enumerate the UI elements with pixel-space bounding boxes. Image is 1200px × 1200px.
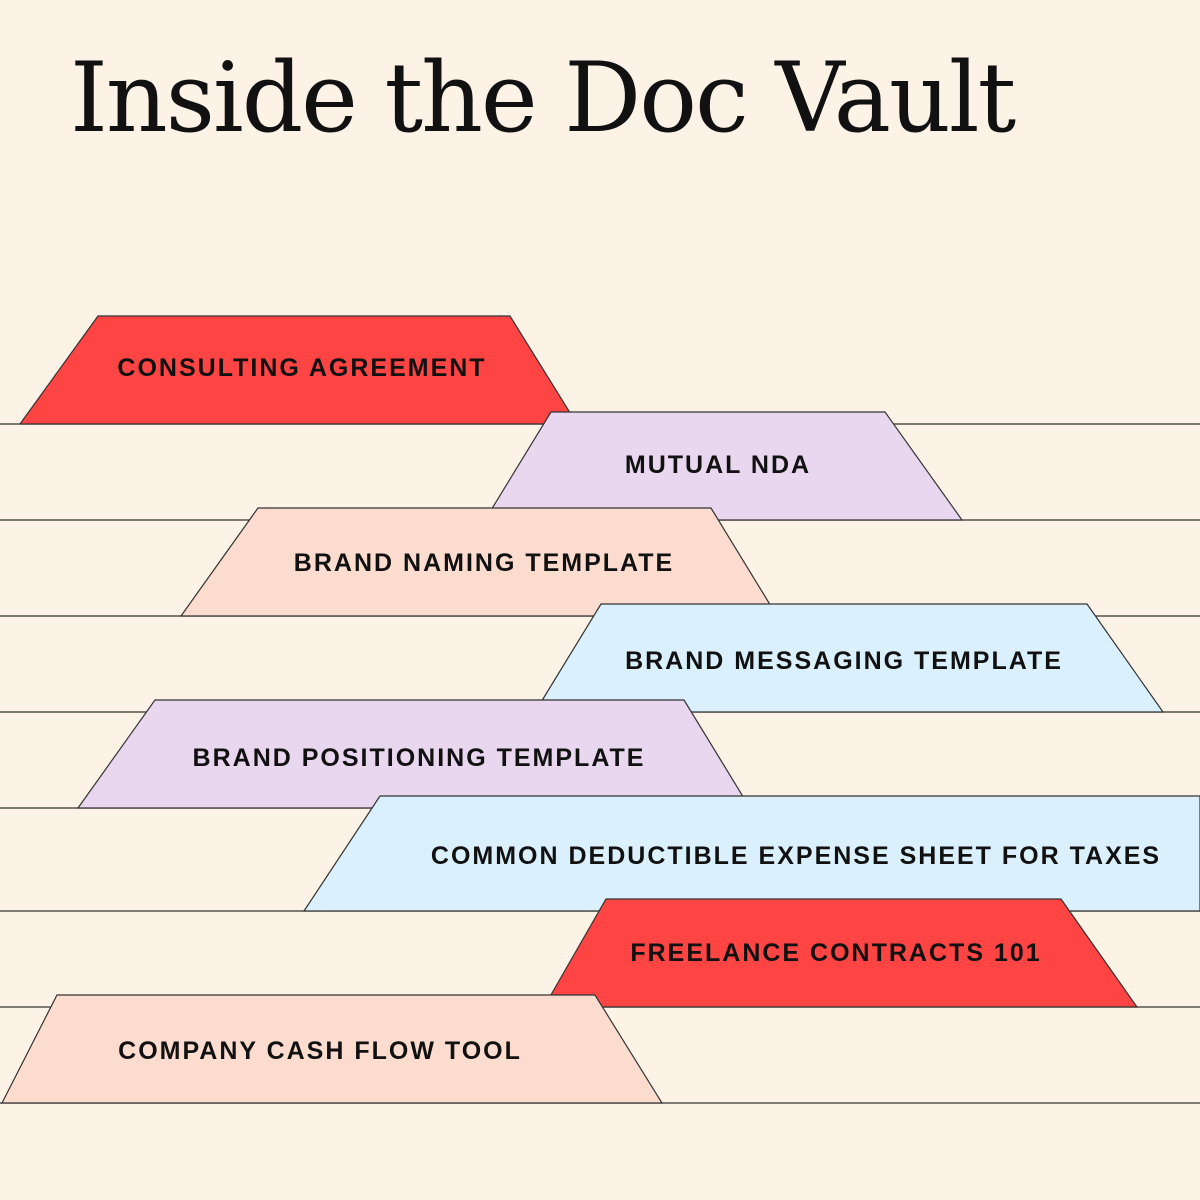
tab-shape [179, 507, 779, 617]
folder-tab: BRAND NAMING TEMPLATE [0, 507, 1200, 617]
tab-label: COMPANY CASH FLOW TOOL [118, 1037, 522, 1065]
tab-label: BRAND POSITIONING TEMPLATE [193, 744, 646, 772]
folder-tab: FREELANCE CONTRACTS 101 [0, 898, 1200, 1008]
tab-label: BRAND NAMING TEMPLATE [294, 549, 674, 577]
tab-label: MUTUAL NDA [625, 451, 811, 479]
folder-tab: CONSULTING AGREEMENT [0, 315, 1200, 425]
folder-tab: MUTUAL NDA [0, 411, 1200, 521]
tab-label: COMMON DEDUCTIBLE EXPENSE SHEET FOR TAXE… [431, 842, 1161, 870]
tab-label: CONSULTING AGREEMENT [117, 354, 486, 382]
folder-tab: BRAND POSITIONING TEMPLATE [0, 699, 1200, 809]
folder-tab: BRAND MESSAGING TEMPLATE [0, 603, 1200, 713]
page-title: Inside the Doc Vault [70, 42, 1016, 154]
tab-shape [542, 898, 1139, 1008]
tab-shape [1, 994, 664, 1104]
tab-shape [483, 411, 964, 521]
folder-tab: COMMON DEDUCTIBLE EXPENSE SHEET FOR TAXE… [0, 795, 1200, 912]
tab-label: FREELANCE CONTRACTS 101 [630, 939, 1041, 967]
tab-label: BRAND MESSAGING TEMPLATE [625, 647, 1063, 675]
tab-shape [18, 315, 579, 425]
folder-tab: COMPANY CASH FLOW TOOL [0, 994, 1200, 1104]
tab-shape [533, 603, 1165, 713]
